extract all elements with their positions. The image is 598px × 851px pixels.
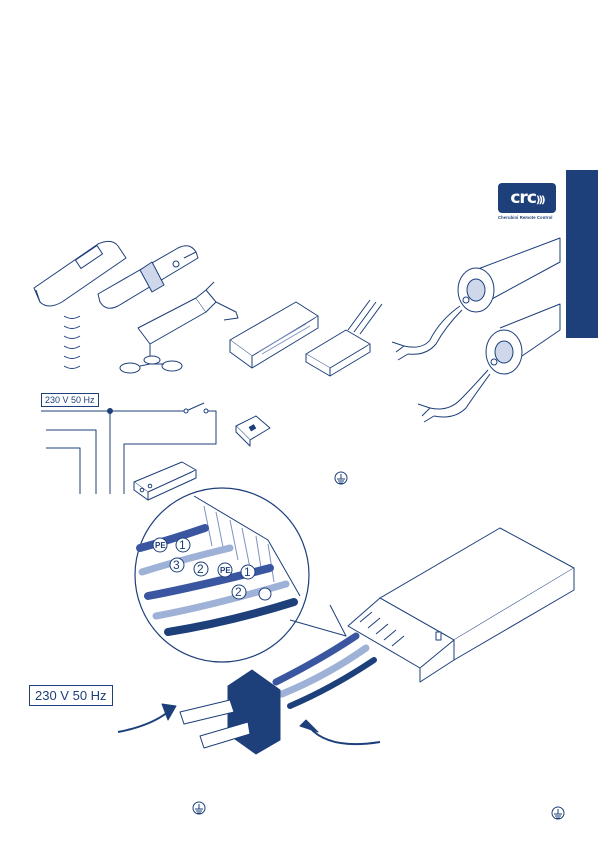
ground-symbol-icon — [552, 807, 564, 819]
arrow-icon — [310, 728, 380, 744]
power-plug-illustration — [180, 670, 280, 754]
arrow-icon — [300, 720, 318, 732]
wind-sensor-illustration — [120, 282, 238, 373]
wire-label-pe-top: PE — [155, 541, 166, 550]
wire-label-pe-mid: PE — [220, 566, 231, 575]
wire-label-1-mid: 1 — [244, 565, 251, 579]
tubular-motor-bottom — [418, 304, 560, 422]
power-cable — [276, 636, 374, 706]
arrow-icon — [118, 712, 168, 732]
wire-label-2: 2 — [197, 562, 204, 576]
ground-symbol-icon — [335, 472, 347, 484]
small-receiver-illustration — [306, 300, 382, 376]
connector-magnifier — [135, 488, 346, 662]
mains-circuit — [41, 403, 270, 500]
receiver-box-illustration — [230, 302, 318, 368]
wire-label-2-bottom: 2 — [235, 585, 242, 599]
supply-voltage-label: 230 V 50 Hz — [41, 393, 99, 407]
wire-label-1-top: 1 — [179, 538, 186, 552]
plug-voltage-label: 230 V 50 Hz — [29, 685, 113, 706]
ground-symbol-icon — [193, 802, 205, 814]
arrow-icon — [162, 704, 176, 720]
plug-in-receiver-illustration — [348, 528, 574, 682]
wire-label-3: 3 — [173, 558, 180, 572]
